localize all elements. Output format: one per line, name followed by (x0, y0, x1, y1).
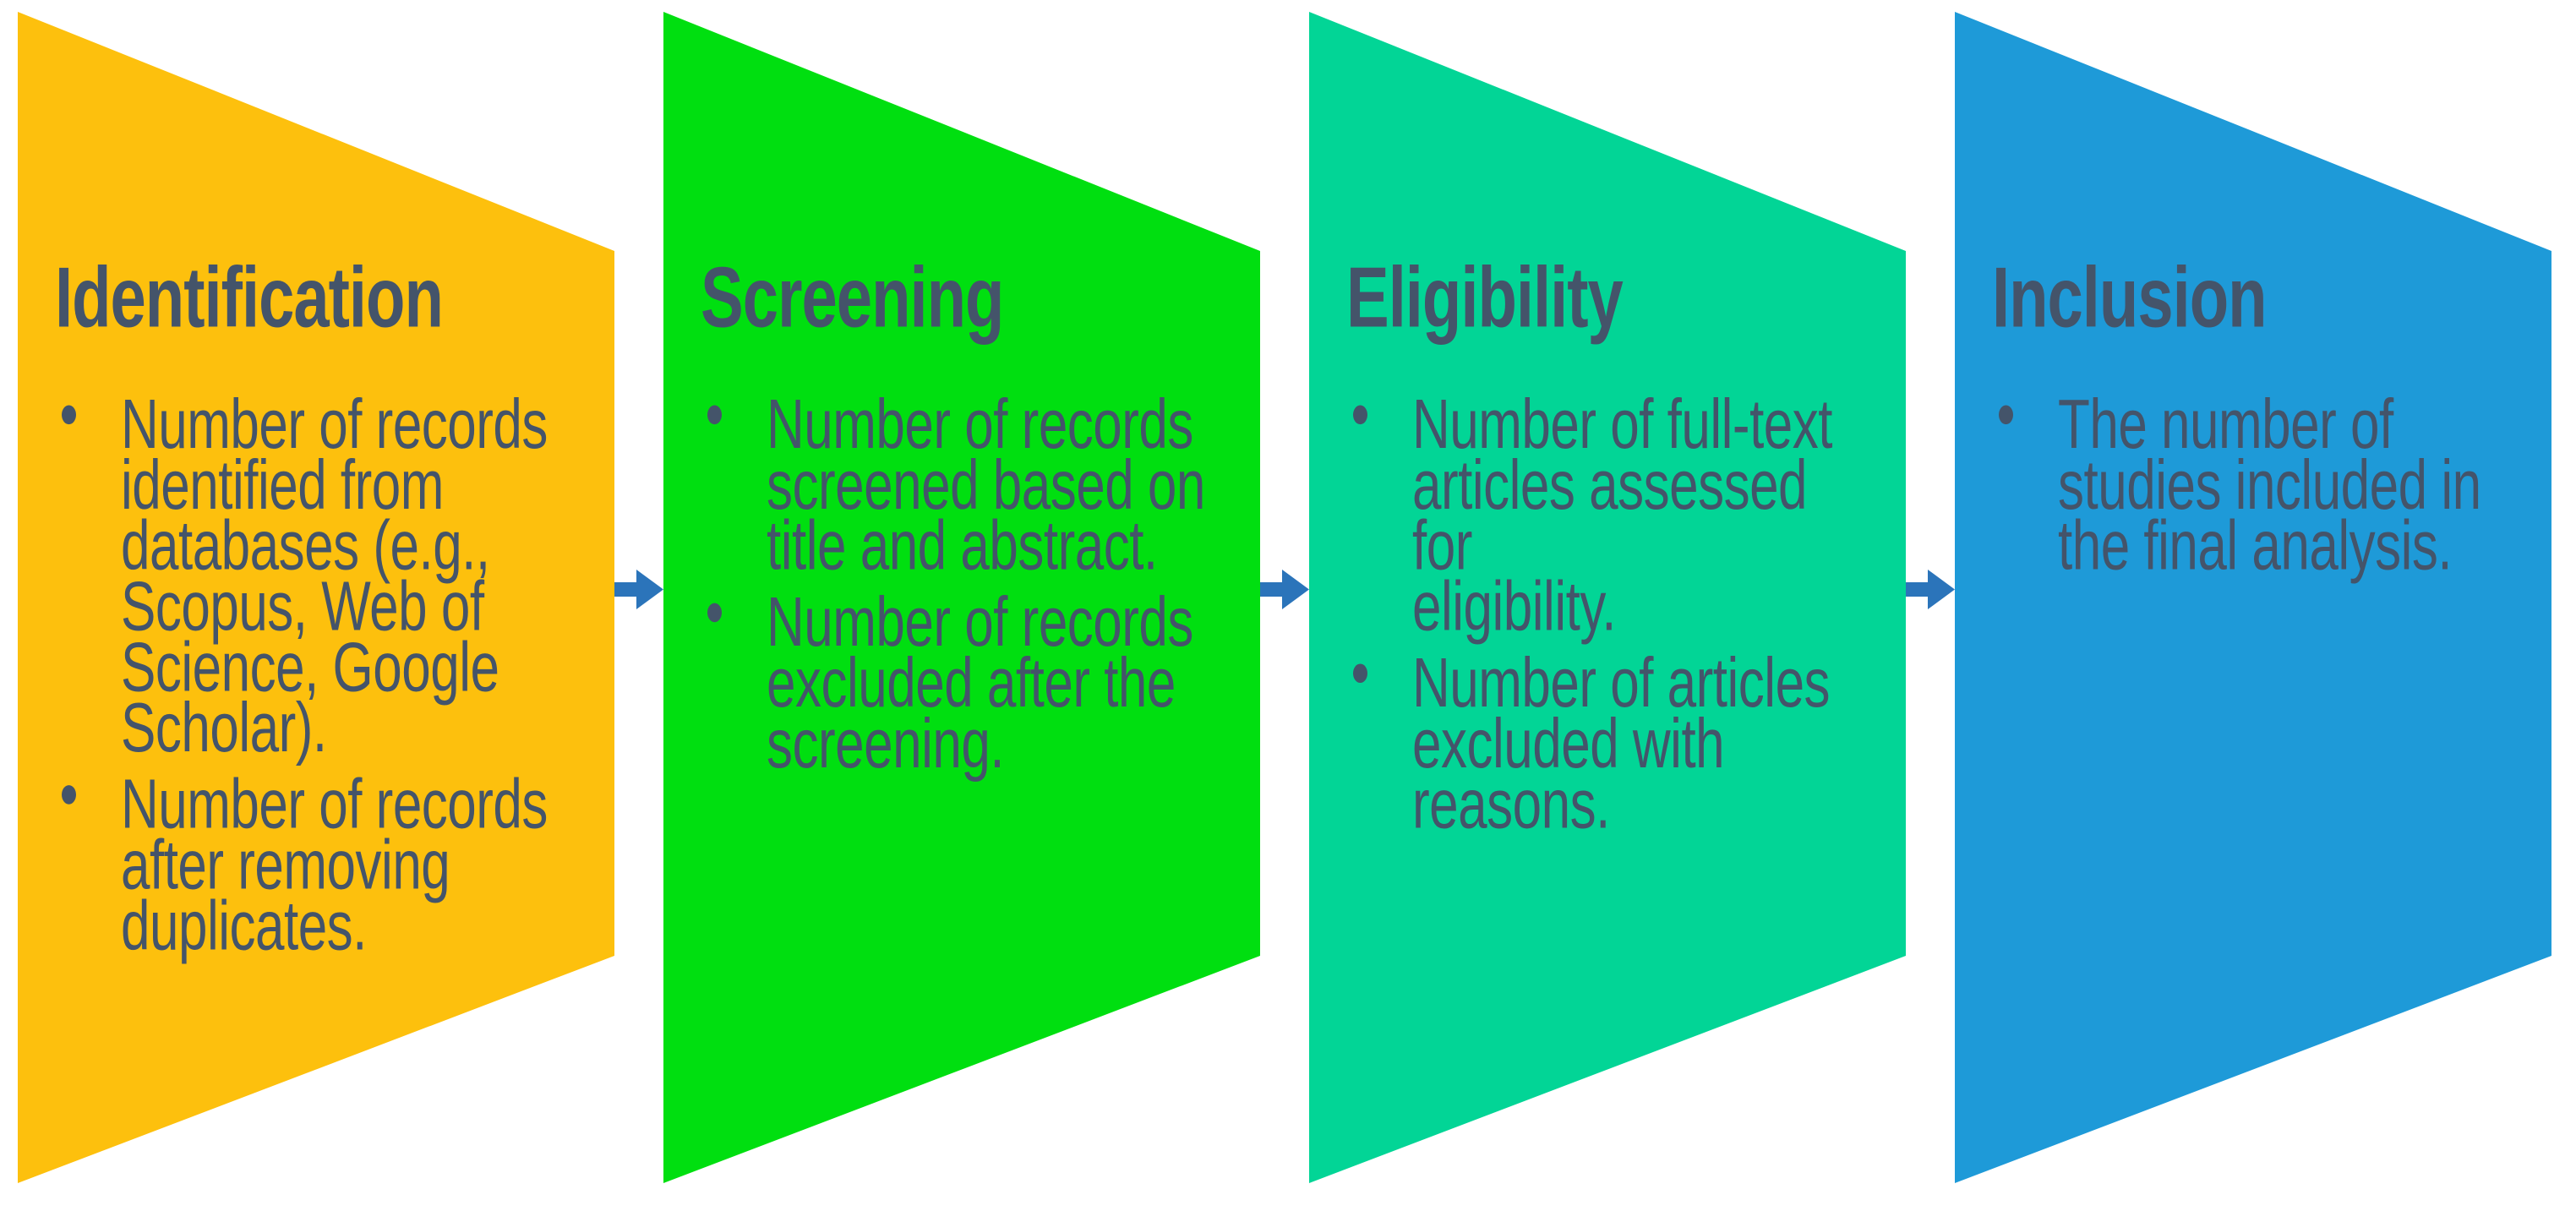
bullet-dot-icon (62, 785, 76, 805)
stage-screening-bullets: Number of records screened based on titl… (701, 385, 1229, 783)
stage-inclusion-bullets: The number of studies included in the fi… (1992, 385, 2520, 586)
bullet-text: Number of records identified from databa… (121, 385, 548, 767)
list-item: Number of records identified from databa… (55, 385, 583, 767)
bullet-dot-icon (707, 405, 722, 425)
stage-inclusion-content: Inclusion The number of studies included… (1992, 250, 2520, 586)
stage-identification-title: Identification (55, 250, 444, 346)
stage-screening-content: Screening Number of records screened bas… (701, 250, 1229, 783)
bullet-text: Number of articles excluded with reasons… (1412, 644, 1831, 844)
right-arrow-icon (1260, 570, 1309, 609)
bullet-dot-icon (1353, 405, 1367, 425)
right-arrow-icon (1906, 570, 1955, 609)
stage-eligibility-content: Eligibility Number of full-text articles… (1346, 250, 1875, 844)
list-item: Number of full-text articles assessed fo… (1346, 385, 1875, 646)
right-arrow-glyph (1260, 570, 1309, 609)
right-arrow-icon (614, 570, 663, 609)
bullet-dot-icon (707, 603, 722, 623)
bullet-text: The number of studies included in the fi… (2058, 385, 2481, 586)
stage-eligibility-bullets: Number of full-text articles assessed fo… (1346, 385, 1875, 844)
bullet-dot-icon (1999, 405, 2013, 425)
stage-screening-title: Screening (701, 250, 1004, 346)
bullet-text: Number of records screened based on titl… (767, 385, 1205, 586)
bullet-text: Number of records after removing duplica… (121, 766, 548, 965)
bullet-dot-icon (1353, 663, 1367, 684)
bullet-text: Number of records excluded after the scr… (767, 584, 1193, 783)
stage-inclusion-shape (1955, 12, 2551, 1183)
stage-eligibility-title: Eligibility (1346, 250, 1624, 346)
list-item: Number of records excluded after the scr… (701, 584, 1229, 783)
stage-identification-content: Identification Number of records identif… (55, 250, 583, 965)
list-item: Number of records screened based on titl… (701, 385, 1229, 586)
list-item: The number of studies included in the fi… (1992, 385, 2520, 586)
right-arrow-glyph (614, 570, 663, 609)
stage-inclusion-title: Inclusion (1992, 250, 2268, 346)
right-arrow-glyph (1906, 570, 1955, 609)
list-item: Number of articles excluded with reasons… (1346, 644, 1875, 844)
stage-identification-bullets: Number of records identified from databa… (55, 385, 583, 965)
bullet-dot-icon (62, 405, 76, 425)
list-item: Number of records after removing duplica… (55, 766, 583, 965)
bullet-text: Number of full-text articles assessed fo… (1412, 385, 1833, 646)
